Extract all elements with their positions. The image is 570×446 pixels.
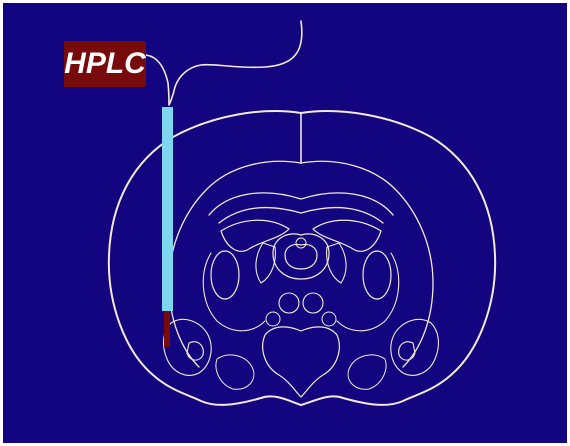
lower-right-structures [391,319,439,375]
tubing-line [146,21,302,105]
striatum-left [211,251,239,299]
nucleus-small-right [322,312,336,326]
amygdala-right [348,355,386,389]
hypothalamus [263,327,340,397]
hippocampus-left [221,220,289,251]
hplc-label-box: HPLC [64,41,146,87]
nucleus-small-left [266,312,280,326]
probe-tip [164,311,170,347]
hplc-label: HPLC [64,47,146,81]
thalamus [273,234,329,279]
diagram-canvas: HPLC [3,3,567,443]
amygdala-left [216,355,254,389]
nucleus-right [303,293,323,313]
probe-shaft [162,107,173,311]
cortex-inner-right [301,161,433,367]
corpus-callosum [209,193,393,223]
striatum-right [363,251,391,299]
ventricle-right [327,243,346,283]
midbrain-dot [296,238,306,248]
lower-left-structures [164,319,212,375]
hippocampus-right [313,220,381,251]
nucleus-left [279,293,299,313]
ventricle-left [256,243,275,283]
cortex-inner-left [169,161,301,367]
